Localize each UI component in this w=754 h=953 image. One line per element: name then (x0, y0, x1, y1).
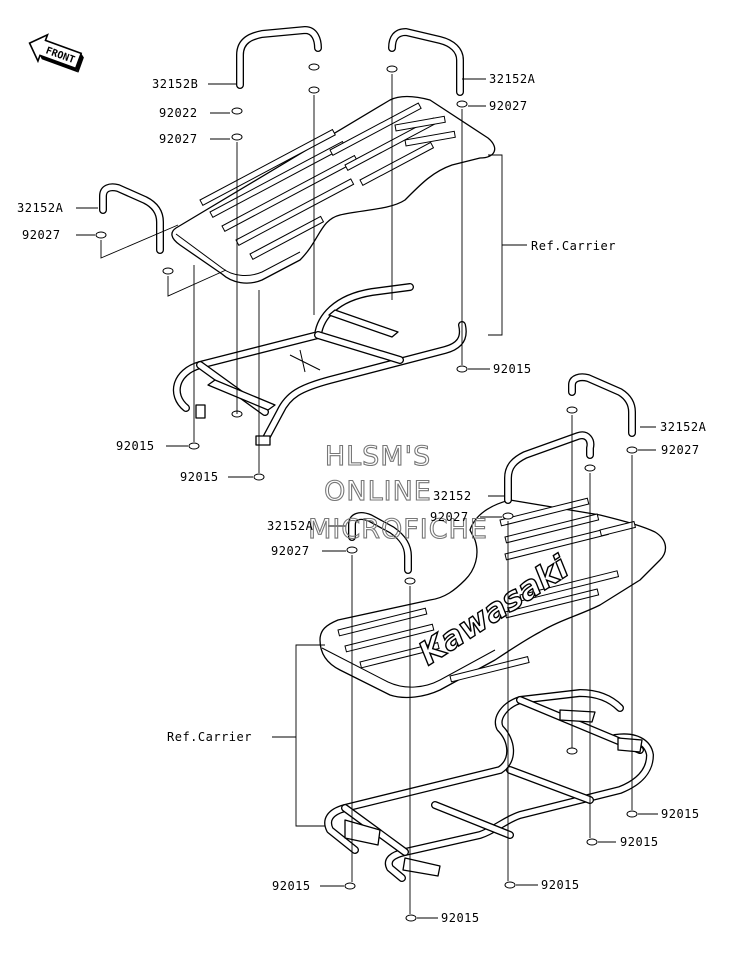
callout-label: 92015 (493, 362, 532, 376)
callout-label: 92015 (116, 439, 155, 453)
upper-leader-lines (76, 74, 527, 478)
lower-rack-deck: Kawasaki (319, 497, 667, 699)
upper-grab-bar-32152A-right (388, 28, 464, 96)
watermark: HLSM'S ONLINE MICROFICHE (308, 440, 488, 545)
lower-grab-bar-32152A-right (568, 373, 636, 437)
callout-label: 92027 (489, 99, 528, 113)
upper-rack-assembly (76, 26, 527, 481)
callout-label: 32152B (152, 77, 198, 91)
upper-fasteners (95, 63, 468, 481)
callout-label: 92015 (180, 470, 219, 484)
upper-rack-deck (171, 95, 496, 284)
callout-label: 92015 (620, 835, 659, 849)
callout-label: 32152A (489, 72, 536, 86)
watermark-line-1: HLSM'S (325, 441, 431, 472)
lower-fasteners (344, 406, 638, 922)
upper-carrier-frame (172, 283, 467, 446)
callout-label: 92015 (541, 878, 580, 892)
front-arrow-icon: FRONT (28, 33, 84, 73)
upper-grab-bar-32152A-left (99, 183, 164, 254)
callout-label: 92022 (159, 106, 198, 120)
lower-leader-lines (272, 415, 658, 919)
callout-label: 92027 (661, 443, 700, 457)
callout-label: 32152A (660, 420, 707, 434)
callout-label: 92027 (430, 510, 469, 524)
lower-grab-bar-32152A-left (348, 512, 412, 574)
watermark-line-2: ONLINE (324, 476, 432, 507)
callout-label: 92015 (272, 879, 311, 893)
lower-carrier-frame (324, 689, 654, 882)
callout-label: 32152 (433, 489, 472, 503)
callout-label: Ref.Carrier (531, 239, 616, 253)
callout-label: 92027 (271, 544, 310, 558)
watermark-line-3: MICROFICHE (308, 514, 488, 545)
callout-label: Ref.Carrier (167, 730, 252, 744)
callout-label: 92015 (441, 911, 480, 925)
callout-label: 92027 (22, 228, 61, 242)
lower-grab-bar-32152 (504, 431, 595, 504)
callout-label: 92027 (159, 132, 198, 146)
upper-grab-bar-32152B (236, 26, 322, 89)
callout-label: 32152A (267, 519, 314, 533)
callout-label: 32152A (17, 201, 64, 215)
lower-rack-assembly: Kawasaki (272, 373, 667, 922)
callout-labels: 32152B 92022 92027 32152A 92027 92027 32… (17, 72, 707, 925)
callout-label: 92015 (661, 807, 700, 821)
